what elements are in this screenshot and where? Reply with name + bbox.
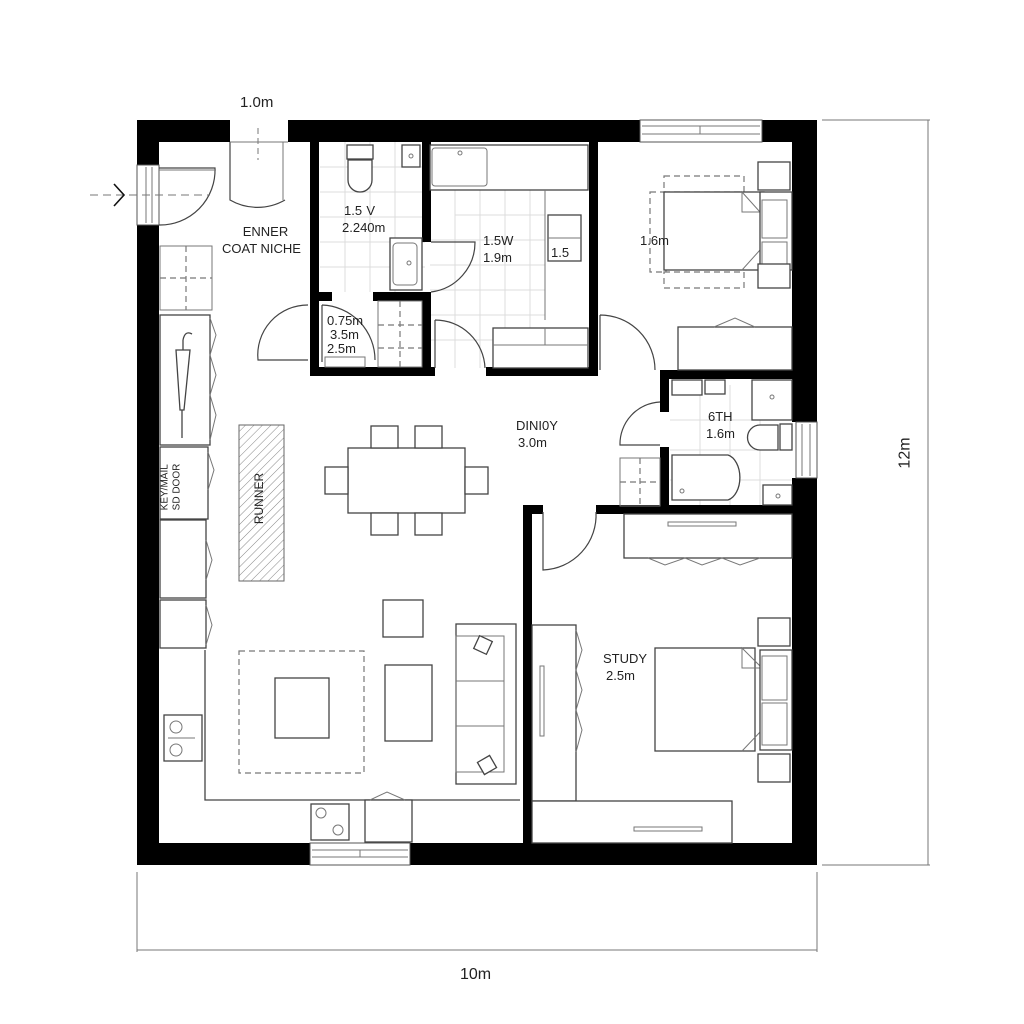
room-size: 1.6m — [706, 426, 735, 441]
door-text: SD DOOR — [171, 463, 183, 511]
overall-height-label: 12m — [896, 437, 914, 469]
entry-fittings — [159, 245, 217, 649]
room-name: ENNER — [242, 224, 289, 239]
room-label-bath-upper: 1.5W 1.9m — [483, 232, 513, 266]
room-name: 6TH — [708, 409, 733, 424]
closet-fittings — [324, 300, 423, 368]
bedroom-furniture — [649, 161, 793, 371]
room-label-study: STUDY 2.5m — [603, 650, 647, 684]
room-label-bath-lower: 6TH 1.6m — [706, 408, 735, 442]
key-shelf-label: KEY/MAIL SD DOOR — [159, 464, 183, 511]
dining-table — [324, 425, 489, 536]
room-label-wc: 1.5 V 2.240m — [342, 202, 386, 236]
room-size: 1.9m — [483, 250, 512, 265]
room-label-closet: 0.75m 3.5m 2.5m — [327, 314, 363, 356]
entry-door-width-label: 1.0m — [240, 94, 274, 111]
room-size-3: 2.5m — [327, 341, 356, 356]
living-furniture — [238, 599, 517, 785]
runner-rug — [238, 424, 285, 582]
room-label-dining: DINI0Y 3.0m — [516, 417, 558, 451]
room-name: 1.5W — [483, 233, 514, 248]
room-name: STUDY — [603, 651, 648, 666]
umbrella-icon — [175, 332, 193, 438]
dimension-lines — [90, 119, 930, 952]
lower-bath-fixtures — [619, 379, 793, 507]
exterior-walls — [137, 120, 817, 865]
overall-width-label: 10m — [460, 966, 492, 983]
room-note: COAT NICHE — [222, 241, 301, 256]
room-size: 3.0m — [518, 435, 547, 450]
room-size: 2.5m — [606, 668, 635, 683]
room-label-vanity: 1.5 — [551, 245, 570, 260]
doors — [158, 141, 661, 571]
room-label-entry: ENNER COAT NICHE — [222, 223, 301, 257]
upper-bath-fixtures — [429, 144, 589, 369]
kitchen — [163, 650, 520, 843]
runner-label: RUNNER — [252, 472, 267, 525]
windows — [136, 119, 818, 866]
room-size: 2.240m — [342, 220, 386, 235]
wc-fixtures — [346, 144, 423, 291]
interior-walls — [310, 142, 806, 845]
key-mail-text: KEY/MAIL — [159, 464, 171, 511]
room-size-2: 3.5m — [330, 327, 359, 342]
room-size-1: 0.75m — [327, 313, 364, 328]
room-label-bedroom: 1.6m — [640, 233, 669, 248]
room-name: 1.5 V — [344, 203, 376, 218]
room-name: DINI0Y — [516, 418, 558, 433]
study-furniture — [531, 513, 793, 844]
